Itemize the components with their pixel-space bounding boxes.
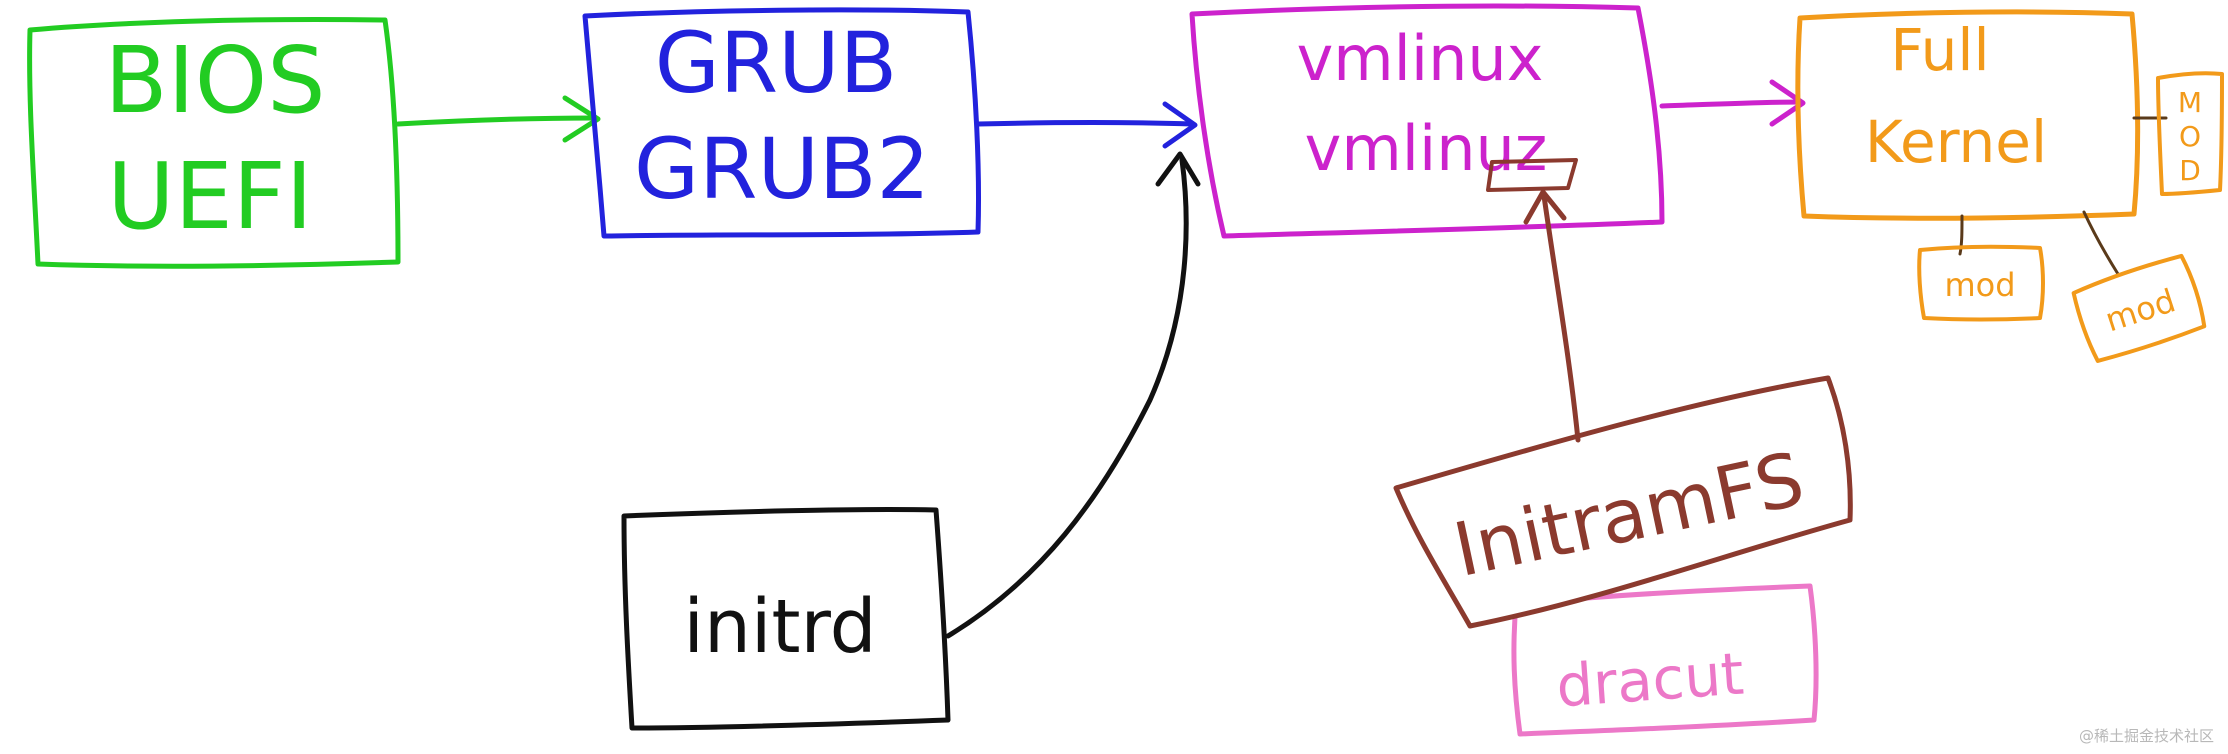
vmlinux-label: vmlinux (1297, 22, 1544, 95)
vmlinuz-slot (1486, 158, 1578, 192)
arrow-initrd-to-vmlinux (945, 151, 1201, 639)
kernel-box-outline (1795, 9, 2141, 221)
mod-side-d: D (2179, 154, 2201, 187)
mod-side-o: O (2179, 120, 2201, 153)
grub-box-outline (582, 7, 981, 239)
dracut-box-outline (1511, 583, 1819, 737)
mod-left-box (1917, 244, 2045, 322)
vmlinuz-label: vmlinuz (1305, 112, 1548, 185)
arrow-vmlinux-to-kernel (1659, 79, 1806, 127)
mod-right-box (2071, 253, 2207, 363)
arrow-grub-to-vmlinux (975, 101, 1198, 149)
full-kernel-node: Full Kernel M O D mod mod (1795, 9, 2224, 363)
mod-side-box (2156, 71, 2224, 196)
arrow-bios-to-grub (395, 95, 601, 143)
mod-side-m: M (2178, 86, 2202, 119)
vmlinux-node: vmlinux vmlinuz (1189, 3, 1665, 239)
initramfs-box-outline (1393, 375, 1853, 629)
vmlinux-box-outline (1189, 3, 1665, 239)
grub-node: GRUB GRUB2 (582, 7, 981, 239)
arrow-initramfs-to-vmlinuz (1523, 189, 1581, 443)
initrd-box-outline (621, 506, 951, 731)
mod-left-label: mod (1944, 266, 2015, 304)
watermark: @稀土掘金技术社区 (2078, 727, 2214, 745)
grub-label: GRUB (655, 14, 898, 112)
initrd-node: initrd (621, 506, 951, 731)
uefi-label: UEFI (107, 143, 313, 250)
bios-box-outline (27, 16, 401, 269)
dracut-label: dracut (1554, 640, 1746, 721)
mod-right-label: mod (2101, 281, 2180, 339)
grub2-label: GRUB2 (634, 120, 930, 218)
bios-uefi-node: BIOS UEFI (27, 16, 401, 269)
kernel-label: Kernel (1865, 108, 2047, 176)
full-label: Full (1890, 16, 1989, 84)
dracut-node: dracut (1511, 583, 1819, 737)
initrd-label: initrd (683, 584, 876, 670)
bios-label: BIOS (104, 27, 325, 134)
